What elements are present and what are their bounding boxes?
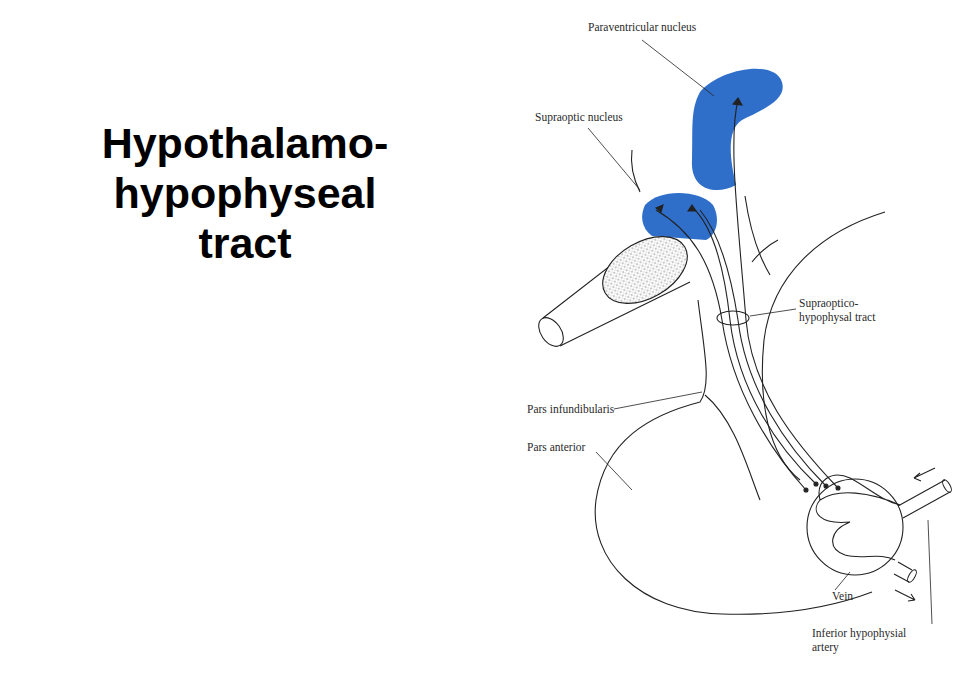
flow-arrow bbox=[914, 468, 935, 481]
optic-nerve-end bbox=[534, 313, 569, 351]
nerve-ending bbox=[804, 488, 808, 492]
nerve-fiber bbox=[692, 207, 816, 484]
part-label: Pars anterior bbox=[527, 440, 627, 454]
flow-arrow bbox=[895, 590, 915, 601]
artery bbox=[898, 480, 950, 518]
leader-line bbox=[588, 128, 640, 190]
ventricle-outline bbox=[631, 150, 640, 192]
optic-chiasm bbox=[591, 223, 699, 317]
posterior-lobe-outline bbox=[762, 212, 885, 480]
ventricle-outline bbox=[745, 196, 770, 275]
part-label: Vein bbox=[832, 589, 892, 603]
artery-end bbox=[941, 478, 953, 493]
leader-line bbox=[596, 452, 632, 490]
slide-title: Hypothalamo- hypophyseal tract bbox=[62, 118, 428, 268]
leader-line bbox=[928, 520, 932, 624]
leader-line bbox=[614, 392, 702, 409]
supraoptic-nucleus bbox=[642, 193, 717, 240]
tract-marker bbox=[717, 311, 749, 325]
nerve-ending bbox=[824, 484, 828, 488]
part-label: Paraventricular nucleus bbox=[588, 20, 758, 34]
leader-line bbox=[835, 572, 850, 590]
ventricle-outline bbox=[752, 240, 778, 262]
part-label: Pars infundibularis bbox=[527, 402, 647, 416]
vein-end bbox=[906, 568, 918, 583]
pituitary-outline bbox=[595, 300, 872, 614]
leader-line bbox=[642, 40, 714, 96]
leader-line bbox=[750, 309, 796, 316]
fiber-head bbox=[656, 98, 742, 212]
capillary-plexus bbox=[816, 475, 900, 560]
nerve-fiber bbox=[734, 100, 838, 488]
part-label: Inferior hypophysial artery bbox=[812, 626, 930, 654]
vein bbox=[894, 562, 912, 582]
part-label: Supraoptic nucleus bbox=[535, 110, 655, 124]
nerve-ending bbox=[836, 486, 840, 490]
nerve-fiber bbox=[700, 210, 826, 486]
part-label: Supraoptico- hypophysal tract bbox=[799, 296, 899, 324]
nerve-ending bbox=[814, 482, 818, 486]
paraventricular-nucleus bbox=[692, 69, 783, 190]
